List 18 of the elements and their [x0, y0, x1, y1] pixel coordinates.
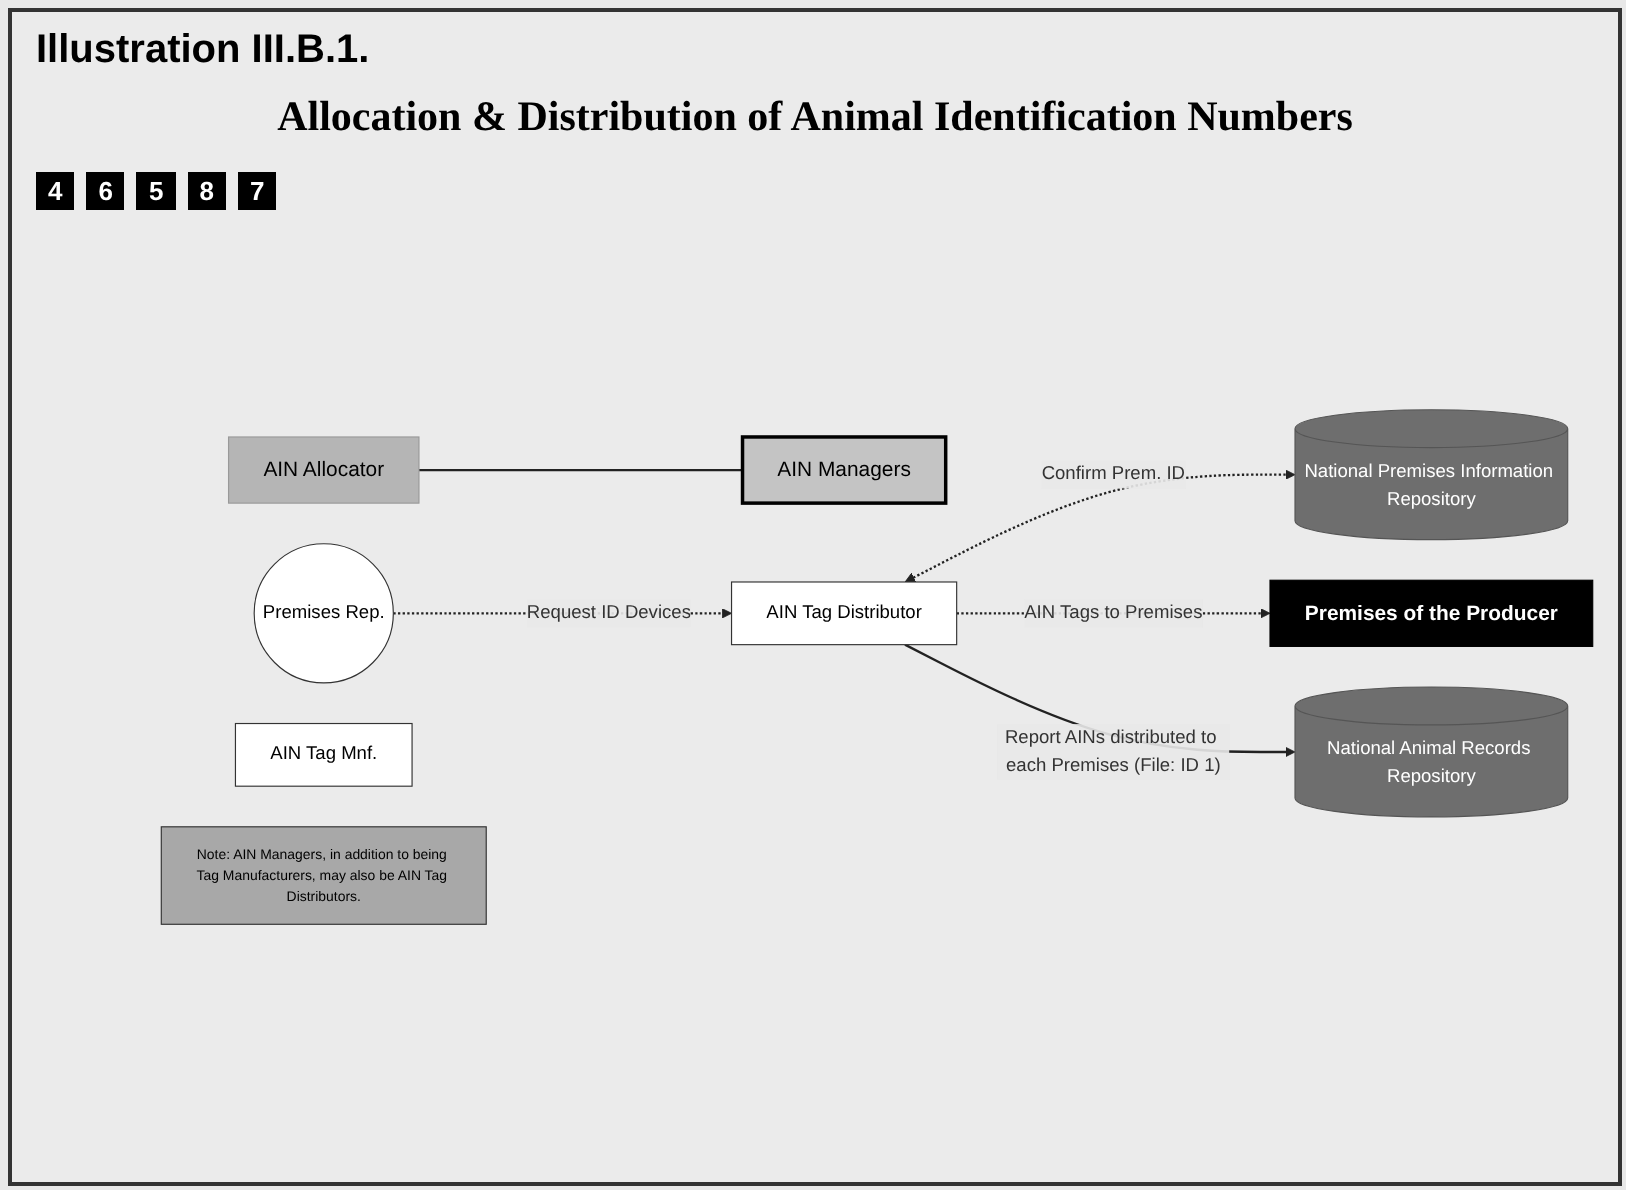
step-number: 8 — [187, 172, 226, 210]
node-box: AIN Allocator — [228, 436, 420, 504]
node-box: Premises of the Producer — [1269, 579, 1594, 647]
step-number: 4 — [36, 172, 75, 210]
node-box: AIN Tag Distributor — [730, 581, 958, 646]
step-number: 5 — [136, 172, 176, 210]
edge-label: Report AINs distributed to each Premises (File: ID 1) — [1004, 727, 1221, 776]
node-circle: Premises Rep. — [253, 543, 394, 684]
diagram-title: Allocation & Distribution of Animal Identification Numbers — [275, 92, 1355, 142]
node-box: AIN Managers — [740, 435, 948, 505]
connector — [418, 468, 743, 472]
edge-label: AIN Tags to Premises — [1024, 602, 1203, 623]
step-number: 6 — [86, 172, 125, 210]
node-box: AIN Tag Mnf. — [234, 722, 413, 787]
step-number: 7 — [237, 172, 277, 210]
illustration-number: Illustration III.B.1. — [36, 28, 370, 74]
edge-label: Request ID Devices — [526, 602, 691, 623]
edge-label: Confirm Prem. ID — [1041, 464, 1186, 484]
